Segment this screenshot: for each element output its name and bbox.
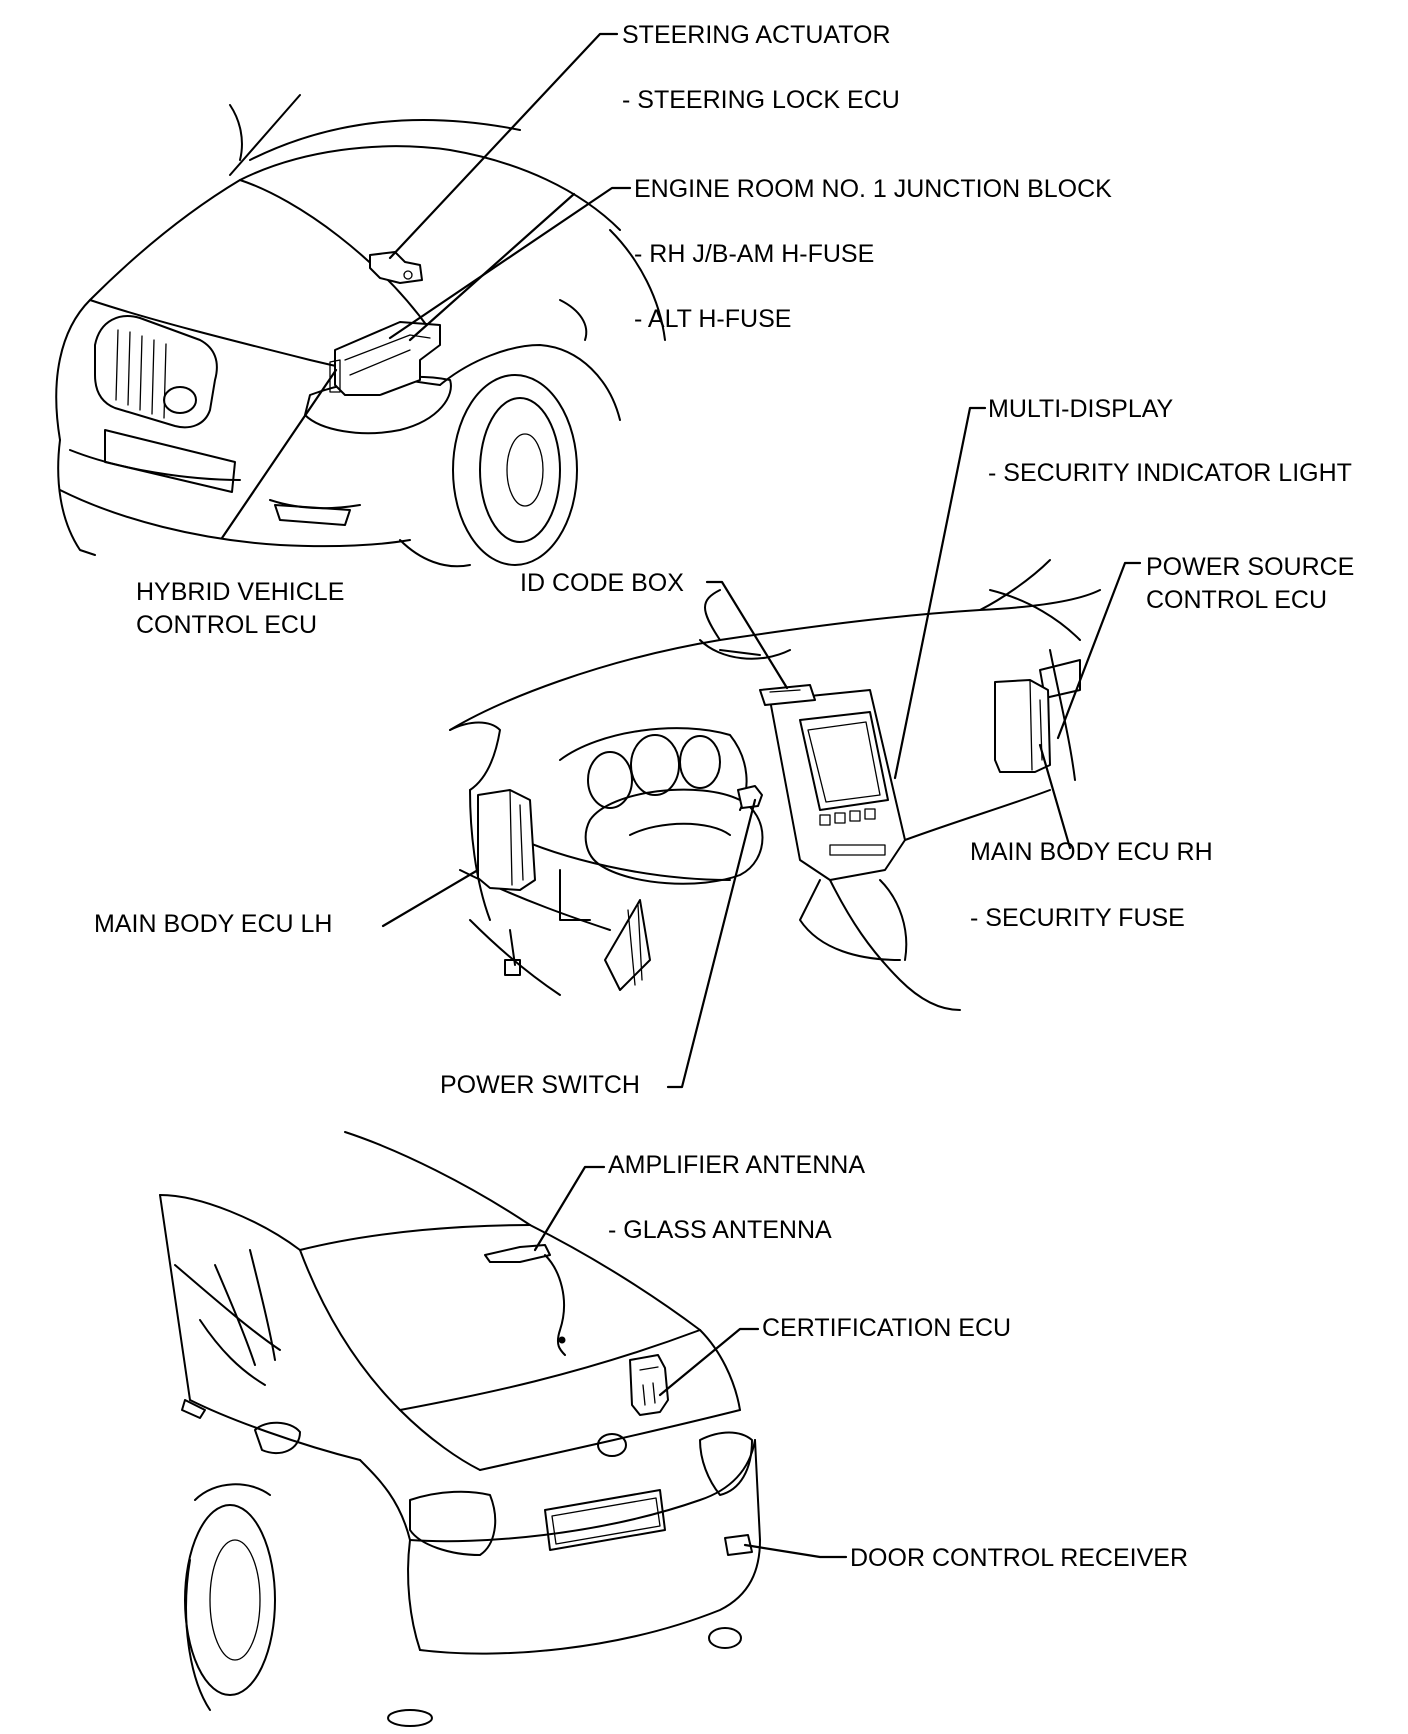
leader-lines bbox=[220, 32, 1142, 1559]
steering-actuator-part bbox=[369, 251, 423, 284]
component-labels: STEERING ACTUATOR - STEERING LOCK ECU EN… bbox=[94, 21, 1354, 1572]
label-main-body-ecu-rh: MAIN BODY ECU RH bbox=[970, 838, 1213, 866]
front-vehicle-view bbox=[55, 94, 666, 568]
power-switch-part bbox=[737, 785, 763, 809]
main-body-ecu-rh-part bbox=[994, 679, 1051, 773]
label-hybrid-ecu-line2: CONTROL ECU bbox=[136, 611, 317, 639]
dashboard-view bbox=[449, 559, 1101, 1011]
label-alt-fuse: - ALT H-FUSE bbox=[634, 305, 791, 333]
junction-block-part bbox=[334, 321, 441, 396]
id-code-box-part bbox=[759, 684, 816, 706]
certification-ecu-part bbox=[629, 1354, 669, 1416]
amplifier-antenna-part bbox=[484, 1244, 551, 1263]
door-control-receiver-part bbox=[724, 1534, 753, 1556]
label-rh-jb-am-fuse: - RH J/B-AM H-FUSE bbox=[634, 240, 874, 268]
label-power-source-line2: CONTROL ECU bbox=[1146, 586, 1327, 614]
label-glass-antenna: - GLASS ANTENNA bbox=[608, 1216, 832, 1244]
label-certification-ecu: CERTIFICATION ECU bbox=[762, 1314, 1011, 1342]
label-main-body-ecu-lh: MAIN BODY ECU LH bbox=[94, 910, 332, 938]
label-id-code-box: ID CODE BOX bbox=[520, 569, 684, 597]
label-security-fuse: - SECURITY FUSE bbox=[970, 904, 1185, 932]
main-body-ecu-lh-part bbox=[477, 789, 536, 891]
label-door-control-receiver: DOOR CONTROL RECEIVER bbox=[850, 1544, 1188, 1572]
rear-vehicle-view bbox=[159, 1131, 761, 1727]
label-power-source-line1: POWER SOURCE bbox=[1146, 553, 1354, 581]
label-multi-display: MULTI-DISPLAY bbox=[988, 395, 1174, 423]
label-steering-lock-ecu: - STEERING LOCK ECU bbox=[622, 86, 900, 114]
label-engine-room-junction-block: ENGINE ROOM NO. 1 JUNCTION BLOCK bbox=[634, 175, 1112, 203]
label-security-indicator-light: - SECURITY INDICATOR LIGHT bbox=[988, 459, 1352, 487]
label-hybrid-ecu-line1: HYBRID VEHICLE bbox=[136, 578, 344, 606]
label-power-switch: POWER SWITCH bbox=[440, 1071, 640, 1099]
label-steering-actuator: STEERING ACTUATOR bbox=[622, 21, 891, 49]
label-amplifier-antenna: AMPLIFIER ANTENNA bbox=[608, 1151, 865, 1179]
